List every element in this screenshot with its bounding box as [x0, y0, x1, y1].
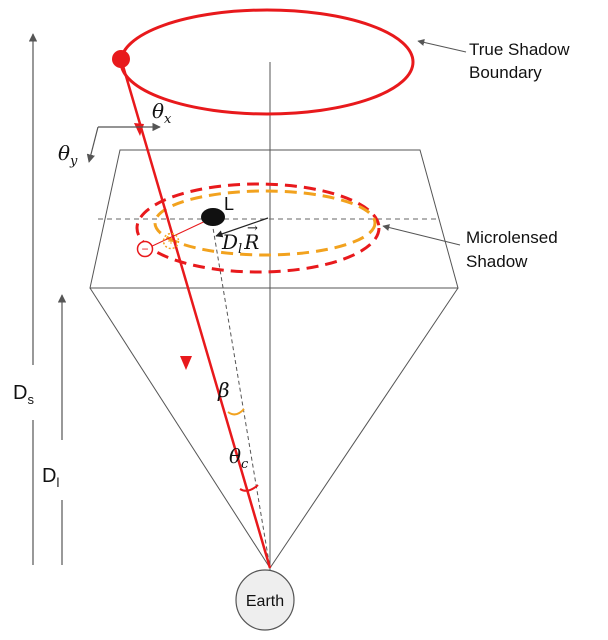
- red-ray-arrowhead-1: [134, 123, 144, 136]
- theta-y-axis: [86, 126, 99, 163]
- beta-angle-arc: [227, 408, 245, 416]
- red-ray-arrowhead-2: [180, 356, 192, 370]
- lens-mass: [201, 208, 225, 226]
- cone-right-edge: [269, 287, 459, 569]
- earth-circle: [235, 569, 295, 631]
- image-minus-sign: −: [141, 242, 148, 256]
- beta-label: β: [217, 378, 230, 402]
- theta-y-label: θy: [58, 141, 78, 169]
- true-shadow-label-line2: Boundary: [469, 63, 542, 82]
- microlensed-shadow-orange-ellipse: [153, 189, 377, 257]
- true-shadow-callout-line: [417, 38, 467, 53]
- true-shadow-label-line1: True Shadow: [469, 40, 570, 59]
- cone-left-edge: [89, 287, 271, 569]
- theta-c-label: θc: [229, 444, 249, 472]
- lens-to-image-line: [147, 217, 213, 249]
- microlensed-shadow-red-ellipse: [135, 182, 381, 274]
- true-shadow-ellipse: [119, 8, 415, 116]
- ds-label: Ds: [13, 382, 34, 407]
- dl-label: Dl: [42, 465, 59, 490]
- image-to-earth-dashed: [211, 221, 271, 569]
- dl-r-vector-arrow: [215, 217, 269, 238]
- source-point: [112, 50, 130, 68]
- earth-label: Earth: [246, 593, 284, 610]
- dl-r-arrow-glyph: →: [247, 221, 258, 236]
- microlensed-callout-line: [382, 224, 461, 246]
- theta-c-angle-arc: [239, 484, 259, 492]
- red-ray: [119, 58, 272, 569]
- lens-label: L: [224, 194, 234, 214]
- theta-x-label: θx: [152, 99, 172, 127]
- microlensed-label-line2: Shadow: [466, 252, 528, 271]
- image-plus-sign: +: [167, 234, 174, 248]
- image-plus: [162, 232, 180, 250]
- image-minus: [136, 240, 154, 258]
- microlensed-label-line1: Microlensed: [466, 228, 558, 247]
